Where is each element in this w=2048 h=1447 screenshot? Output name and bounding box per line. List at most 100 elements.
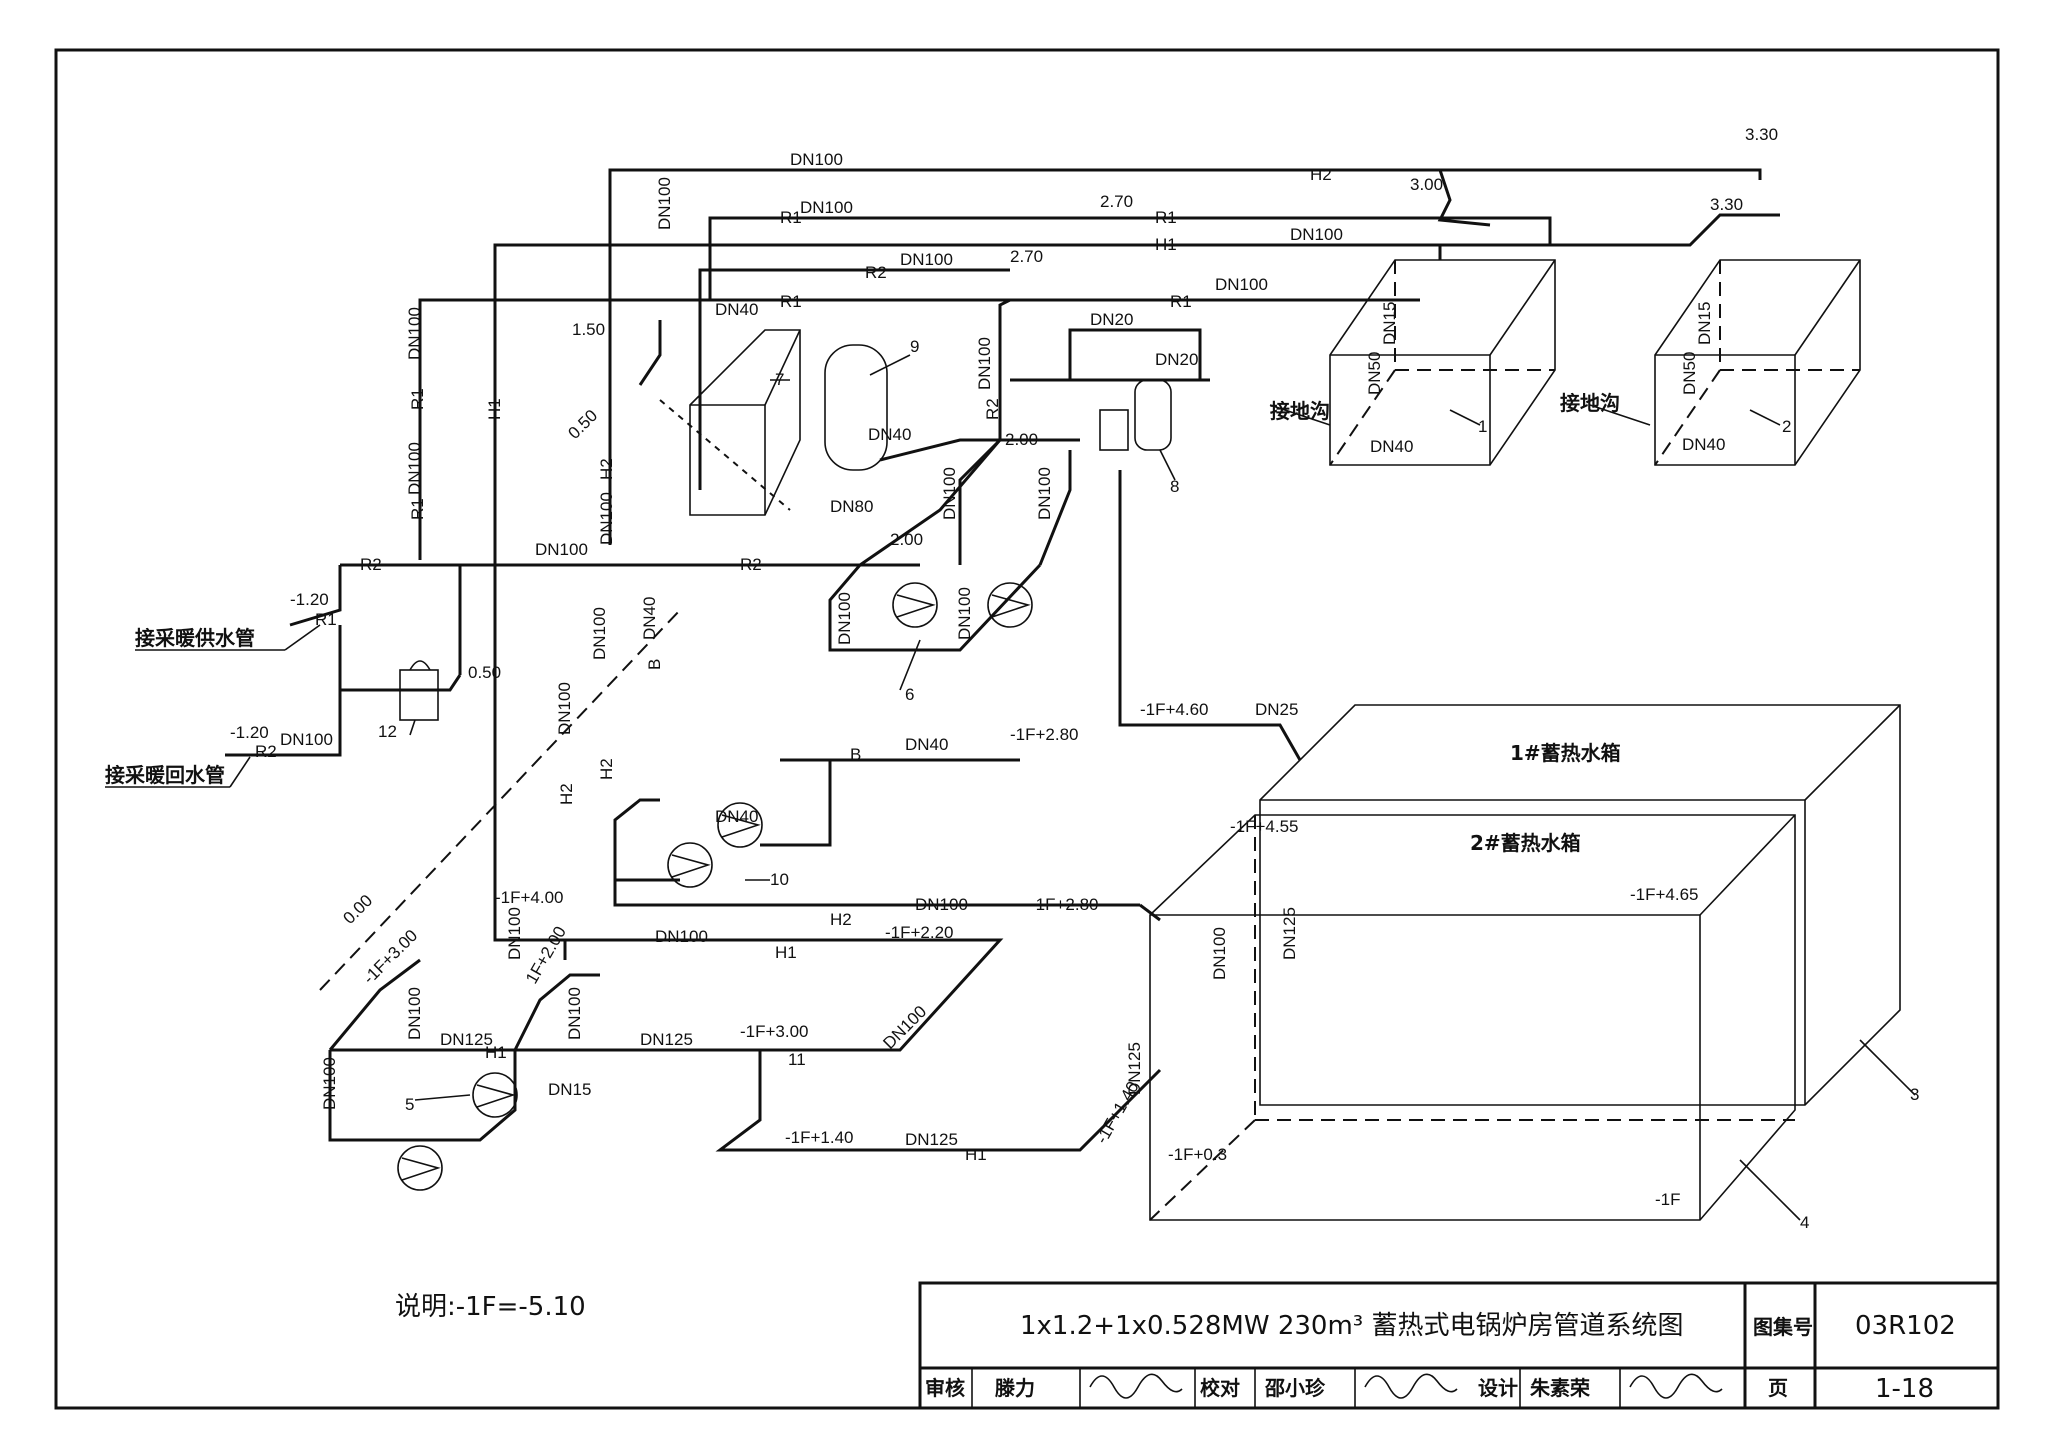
label-dn125-v2: DN125 [1125,1042,1144,1095]
label-f300: -1F+3.00 [740,1022,809,1041]
label-dn100-v11: DN100 [955,587,974,640]
label-dn100-v13: DN100 [405,987,424,1040]
label-dn40-a: DN40 [715,300,758,319]
label-dn100-v10: DN100 [1035,467,1054,520]
item-12: 12 [378,722,397,741]
label-em120-b: -1.20 [230,723,269,742]
label-dn100-v7: DN100 [555,682,574,735]
label-r2-d: R2 [255,742,277,761]
label-dn100-r1: DN100 [800,198,853,217]
label-f300-rot: -1F+3.00 [359,926,421,988]
label-e270-b: 2.70 [1010,247,1043,266]
label-e200-b: 2.00 [890,530,923,549]
label-dn50-v2: DN50 [1680,352,1699,395]
label-e150: 1.50 [572,320,605,339]
label-dn40-b: DN40 [868,425,911,444]
item-6: 6 [905,685,914,704]
label-h1-c: H1 [965,1145,987,1164]
storage-tank-2 [1149,814,1796,1221]
pump-5a [472,1072,518,1118]
section-cut-lines [319,399,791,991]
label-e050: 0.50 [468,663,501,682]
label-dn100-h1b: DN100 [655,927,708,946]
label-r1-a: R1 [780,208,802,227]
label-dn100-main: DN100 [535,540,588,559]
pipe-labels: DN100 H2 3.30 DN100 R1 2.70 R1 3.00 H1 D… [230,125,1778,1209]
label-f20-rot: 1F+2.00 [522,923,570,987]
item-5: 5 [405,1095,414,1114]
label-r1-d: R1 [1170,292,1192,311]
label-dn100-h2: DN100 [915,895,968,914]
label-dn100-v9: DN100 [940,467,959,520]
label-dn100-v8: DN100 [835,592,854,645]
label-dn20-b: DN20 [1155,350,1198,369]
label-dn100-v16: DN100 [1210,927,1229,980]
label-e300: 3.00 [1410,175,1443,194]
page-label: 页 [1768,1376,1788,1400]
item-numbers: 1 2 3 4 5 6 7 8 9 10 11 12 [378,337,1919,1232]
label-f455: -1F+4.55 [1230,817,1299,836]
label-dn100-top: DN100 [790,150,843,169]
label-r1-b: R1 [1155,208,1177,227]
label-dn15: DN15 [548,1080,591,1099]
equipment-12 [399,660,439,721]
pump-10a [717,802,763,848]
check-label: 校对 [1200,1376,1240,1400]
item-10: 10 [770,870,789,889]
label-f280-b: -1F+2.80 [1030,895,1099,914]
label-r1-e: R1 [315,610,337,629]
label-dn25: DN25 [1255,700,1298,719]
label-f1: -1F [1655,1190,1681,1209]
label-h2-top: H2 [1310,165,1332,184]
label-dn100-r2: DN100 [900,250,953,269]
label-dn50-v: DN50 [1365,352,1384,395]
drawing-title: 1x1.2+1x0.528MW 230m³ 蓄热式电锅炉房管道系统图 [1020,1311,1683,1341]
label-h2-a: H2 [830,910,852,929]
pump-5b [397,1145,443,1191]
label-dn15-v: DN15 [1380,302,1399,345]
equipment-7 [689,329,801,516]
label-dn40-v: DN40 [640,597,659,640]
review-signature-stroke [1089,1373,1183,1399]
atlas-label: 图集号 [1753,1315,1813,1339]
check-name: 邵小珍 [1264,1376,1326,1400]
label-dn80: DN80 [830,497,873,516]
label-f220: -1F+2.20 [885,923,954,942]
label-dn20-a: DN20 [1090,310,1133,329]
label-dn125-b: DN125 [640,1030,693,1049]
label-dn100-v5: DN100 [975,337,994,390]
atlas-number: 03R102 [1855,1311,1956,1341]
trench-label-1: 接地沟 [1270,399,1330,423]
label-e330-b: 3.30 [1710,195,1743,214]
tank1-label: 1#蓄热水箱 [1510,741,1621,765]
label-dn100-h1: DN100 [1290,225,1343,244]
label-e000: 0.00 [339,891,376,928]
label-f400: -1F+4.00 [495,888,564,907]
label-h2-v2: H2 [557,783,576,805]
label-dn40-f: DN40 [1682,435,1725,454]
pump-6a [892,582,938,628]
item-3: 3 [1910,1085,1919,1104]
label-r2-v: R2 [983,398,1002,420]
label-e330-a: 3.30 [1745,125,1778,144]
rotated-pipe-labels: DN100 DN100 R1 DN100 R1 H1 H2 DN100 DN10… [320,177,1714,1147]
label-dn40-d: DN40 [715,807,758,826]
label-dn125-c: DN125 [905,1130,958,1149]
item-11: 11 [788,1050,806,1069]
item-4: 4 [1800,1213,1809,1232]
label-e050-rot: 0.50 [564,406,601,443]
item-8: 8 [1170,477,1179,496]
label-h1-top: H1 [1155,235,1177,254]
design-name: 朱素荣 [1530,1376,1591,1400]
label-em120-a: -1.20 [290,590,329,609]
label-f03: -1F+0.3 [1168,1145,1227,1164]
callouts: 接采暖供水管 接采暖回水管 1#蓄热水箱 2#蓄热水箱 接地沟 接地沟 [105,391,1621,855]
trench-label-2: 接地沟 [1560,391,1620,415]
label-r1-v2: R1 [408,498,427,520]
label-h1-v: H1 [485,398,504,420]
label-dn100-v3: DN100 [405,442,424,495]
label-dn100-v15: DN100 [320,1057,339,1110]
item-1: 1 [1478,417,1487,436]
tank2-label: 2#蓄热水箱 [1470,831,1581,855]
